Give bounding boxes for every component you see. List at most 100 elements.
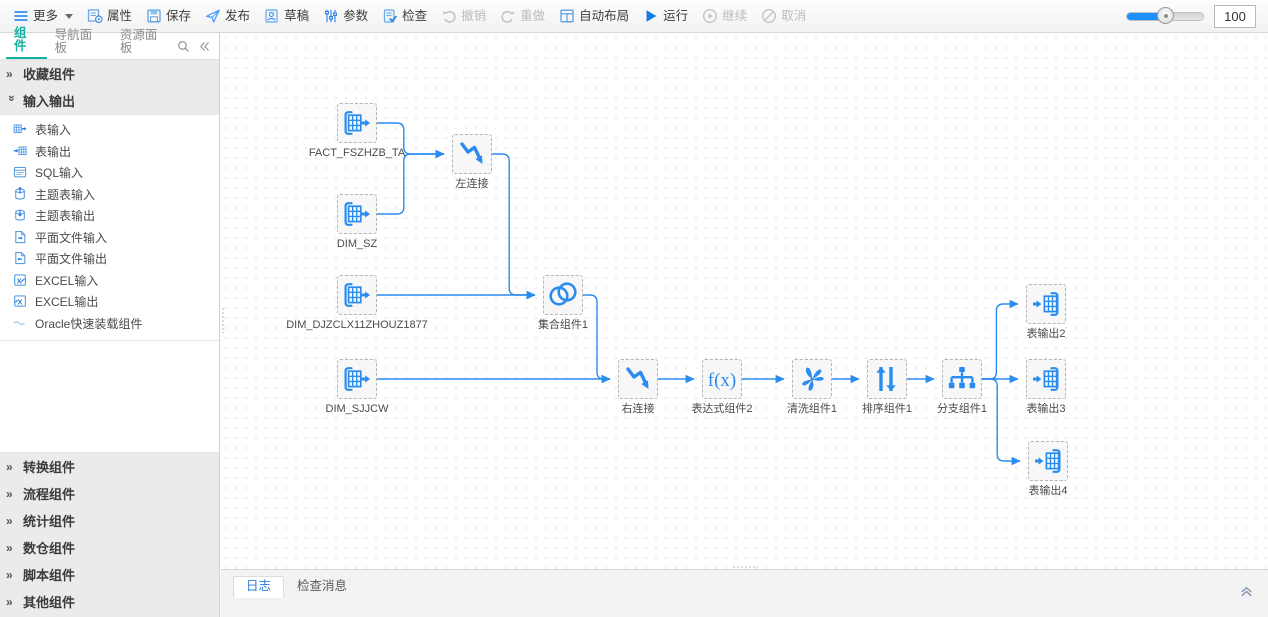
toolbar-button-publish[interactable]: 发布 <box>198 3 257 29</box>
zoom-value-input[interactable]: 100 <box>1214 4 1256 28</box>
canvas-node[interactable]: 分支组件1 <box>937 359 987 415</box>
main-toolbar: 更多属性保存发布草稿参数检查撤销重做自动布局运行继续取消 100 <box>0 0 1268 33</box>
category-其他组件[interactable]: »其他组件 <box>0 588 219 615</box>
edge-n11-n12[interactable] <box>982 299 1019 380</box>
tab-log[interactable]: 日志 <box>233 575 285 599</box>
component-item-label: 主题表输出 <box>35 209 96 224</box>
table-input-icon <box>13 122 28 137</box>
run-icon <box>643 8 659 24</box>
edge-n5-n7[interactable] <box>583 294 611 384</box>
component-item-label: 表输入 <box>35 123 72 138</box>
publish-icon <box>205 8 221 24</box>
canvas-node[interactable]: 表输出2 <box>1026 284 1066 340</box>
node-icon-left-join[interactable] <box>452 134 492 174</box>
node-icon-table-input[interactable] <box>337 103 377 143</box>
component-item-sql-input[interactable]: SQL输入 <box>0 162 219 184</box>
canvas-node[interactable]: 排序组件1 <box>862 359 912 415</box>
category-脚本组件[interactable]: »脚本组件 <box>0 561 219 588</box>
category-转换组件[interactable]: »转换组件 <box>0 453 219 480</box>
component-item-label: 平面文件输出 <box>35 252 108 267</box>
component-item-excel-input[interactable]: X EXCEL输入 <box>0 270 219 292</box>
canvas-node[interactable]: DIM_SJJCW <box>326 359 388 415</box>
node-icon-table-input[interactable] <box>337 275 377 315</box>
save-icon <box>146 8 162 24</box>
tab-resource-panel[interactable]: 资源面板 <box>119 28 158 55</box>
node-icon-table-input[interactable] <box>337 359 377 399</box>
tab-check-message[interactable]: 检查消息 <box>297 578 348 593</box>
edge-n2-n3[interactable] <box>377 149 445 215</box>
component-item-subject-table-output[interactable]: 主题表输出 <box>0 205 219 227</box>
node-icon-branch[interactable] <box>942 359 982 399</box>
toolbar-button-parameters[interactable]: 参数 <box>316 3 375 29</box>
node-icon-right-join[interactable] <box>618 359 658 399</box>
node-icon-expression-fx[interactable]: f(x) <box>702 359 742 399</box>
category-数仓组件[interactable]: »数仓组件 <box>0 534 219 561</box>
zoom-slider[interactable] <box>1126 7 1204 24</box>
node-icon-set-union[interactable] <box>543 275 583 315</box>
component-item-label: 平面文件输入 <box>35 230 108 245</box>
canvas-node[interactable]: 集合组件1 <box>538 275 588 331</box>
category-label: 流程组件 <box>23 487 76 502</box>
canvas-node[interactable]: FACT_FSZHZB_TA <box>309 103 405 159</box>
toolbar-button-hamburger[interactable]: 更多 <box>6 3 80 29</box>
continue-icon <box>702 8 718 24</box>
canvas-node[interactable]: DIM_SZ <box>337 194 377 250</box>
search-icon[interactable] <box>177 40 190 55</box>
category-流程组件[interactable]: »流程组件 <box>0 480 219 507</box>
component-item-subject-table-input[interactable]: 主题表输入 <box>0 184 219 206</box>
component-item-oracle-loader[interactable]: Oracle快速装载组件 <box>0 313 219 335</box>
component-item-flat-file-input[interactable]: 平面文件输入 <box>0 227 219 249</box>
component-item-table-output[interactable]: 表输出 <box>0 141 219 163</box>
canvas-node[interactable]: 右连接 <box>618 359 658 415</box>
edge-n1-n3[interactable] <box>377 122 445 159</box>
svg-text:f(x): f(x) <box>708 370 736 391</box>
node-icon-table-output[interactable] <box>1026 284 1066 324</box>
subject-table-output-icon <box>13 208 28 223</box>
panel-resize-handle[interactable] <box>221 563 1268 570</box>
node-label: 集合组件1 <box>537 319 589 331</box>
canvas-node[interactable]: DIM_DJZCLX11ZHOUZ1877 <box>286 275 428 331</box>
flow-canvas[interactable]: FACT_FSZHZB_TA DIM_SZ 左连接 DIM_DJZCLX11ZHOUZ… <box>221 33 1268 569</box>
node-label: 右连接 <box>621 403 655 415</box>
toolbar-button-label: 自动布局 <box>579 8 630 23</box>
sidebar-resize-handle[interactable] <box>220 300 225 340</box>
tab-components[interactable]: 组件 <box>6 27 47 59</box>
component-item-flat-file-output[interactable]: 平面文件输出 <box>0 248 219 270</box>
chevron-down-icon: » <box>5 94 19 102</box>
toolbar-button-draft[interactable]: 草稿 <box>257 3 316 29</box>
chevron-down-icon <box>65 13 74 19</box>
node-icon-table-input[interactable] <box>337 194 377 234</box>
edge-n3-n5[interactable] <box>492 153 536 300</box>
zoom-control: 100 <box>1126 4 1262 28</box>
node-icon-sort[interactable] <box>867 359 907 399</box>
component-item-label: EXCEL输入 <box>35 273 99 288</box>
chevron-double-up-icon[interactable] <box>1239 584 1254 602</box>
category-favorites[interactable]: » 收藏组件 <box>0 60 219 87</box>
canvas-node[interactable]: 表输出3 <box>1026 359 1066 415</box>
node-icon-clean[interactable] <box>792 359 832 399</box>
toolbar-button-save[interactable]: 保存 <box>139 3 198 29</box>
node-icon-table-output[interactable] <box>1028 441 1068 481</box>
canvas-node[interactable]: f(x)表达式组件2 <box>691 359 753 415</box>
toolbar-button-label: 更多 <box>33 8 59 23</box>
category-input-output[interactable]: » 输入输出 <box>0 87 219 114</box>
category-统计组件[interactable]: »统计组件 <box>0 507 219 534</box>
node-label: 表输出2 <box>1026 328 1066 340</box>
toolbar-button-run[interactable]: 运行 <box>636 3 695 29</box>
node-icon-table-output[interactable] <box>1026 359 1066 399</box>
toolbar-button-properties[interactable]: 属性 <box>80 3 139 29</box>
toolbar-button-check[interactable]: 检查 <box>375 3 434 29</box>
zoom-slider-handle[interactable] <box>1157 7 1174 24</box>
canvas-node[interactable]: 左连接 <box>452 134 492 190</box>
canvas-node[interactable]: 清洗组件1 <box>787 359 837 415</box>
svg-text:X: X <box>17 276 22 285</box>
toolbar-button-auto-layout[interactable]: 自动布局 <box>552 3 636 29</box>
canvas-node[interactable]: 表输出4 <box>1028 441 1068 497</box>
toolbar-button-label: 取消 <box>781 8 807 23</box>
collapse-panel-icon[interactable] <box>198 40 211 55</box>
edge-n11-n14[interactable] <box>982 378 1021 466</box>
tab-nav-panel[interactable]: 导航面板 <box>54 28 93 55</box>
component-item-table-input[interactable]: 表输入 <box>0 119 219 141</box>
zoom-slider-fill <box>1127 12 1165 20</box>
